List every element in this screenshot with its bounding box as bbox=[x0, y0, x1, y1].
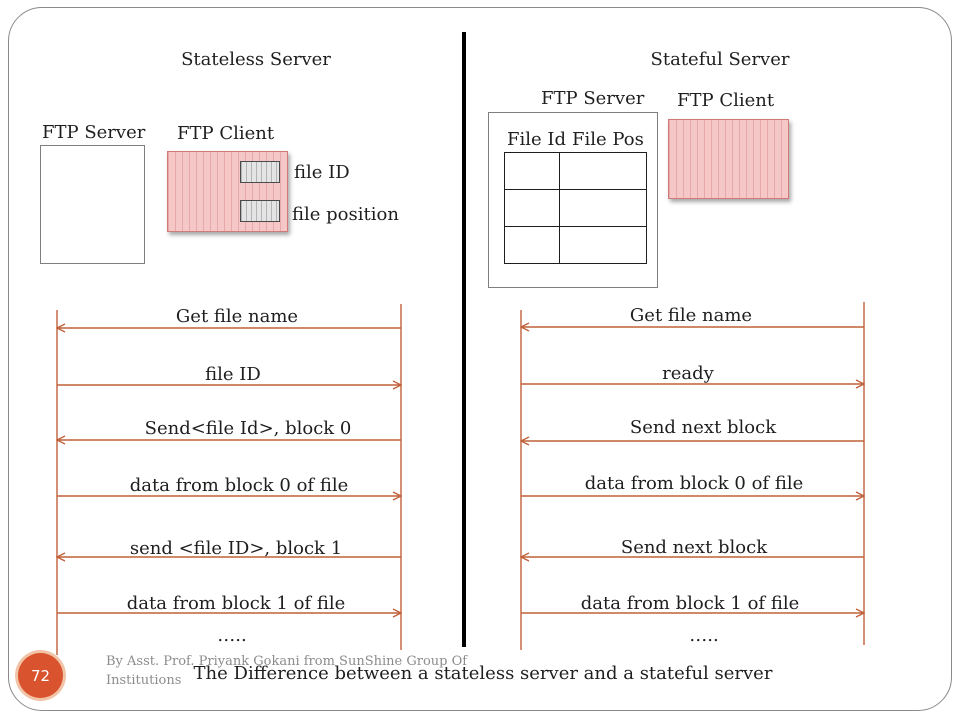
author-credit: By Asst. Prof. Priyank Gokani from SunSh… bbox=[106, 654, 468, 688]
table-cell bbox=[559, 226, 647, 264]
stateful-message: data from block 1 of file bbox=[580, 593, 800, 614]
stateful-message: Send next block bbox=[620, 537, 768, 558]
stateless-message: data from block 0 of file bbox=[129, 475, 349, 496]
stateful-message: Get file name bbox=[629, 305, 753, 326]
table-row bbox=[504, 152, 647, 190]
stateless-server-box bbox=[40, 145, 145, 264]
table-header-file-pos: File Pos bbox=[572, 129, 644, 150]
table-header-file-id: File Id bbox=[507, 129, 567, 150]
stateless-title: Stateless Server bbox=[181, 49, 331, 70]
stateless-ellipsis: ….. bbox=[217, 625, 247, 646]
stateful-client-label: FTP Client bbox=[677, 90, 775, 111]
state-table bbox=[504, 152, 647, 264]
table-cell bbox=[504, 152, 560, 190]
table-cell bbox=[504, 226, 560, 264]
stateful-message: data from block 0 of file bbox=[584, 473, 804, 494]
slide-caption: The Difference between a stateless serve… bbox=[193, 663, 773, 684]
stateful-message: ready bbox=[662, 363, 714, 384]
slide-frame bbox=[8, 7, 952, 711]
table-cell bbox=[504, 189, 560, 227]
stateless-message: send <file ID>, block 1 bbox=[129, 538, 343, 559]
file-position-slot-label: file position bbox=[292, 204, 399, 225]
stateless-message: file ID bbox=[205, 364, 261, 385]
table-row bbox=[504, 226, 647, 264]
file-id-slot-label: file ID bbox=[294, 162, 350, 183]
table-cell bbox=[559, 152, 647, 190]
file-position-slot bbox=[240, 200, 280, 222]
stateless-server-label: FTP Server bbox=[42, 122, 146, 143]
stateful-title: Stateful Server bbox=[650, 49, 790, 70]
stateless-message: Send<file Id>, block 0 bbox=[144, 418, 352, 439]
file-id-slot bbox=[240, 161, 280, 183]
stateless-message: Get file name bbox=[175, 306, 299, 327]
stateful-server-label: FTP Server bbox=[541, 88, 645, 109]
stateless-client-label: FTP Client bbox=[177, 123, 275, 144]
center-divider bbox=[462, 32, 466, 647]
table-row bbox=[504, 189, 647, 227]
stateful-ellipsis: ….. bbox=[689, 625, 719, 646]
table-cell bbox=[559, 189, 647, 227]
stateful-message: Send next block bbox=[629, 417, 777, 438]
page-number-badge: 72 bbox=[18, 653, 63, 698]
stateful-client-box bbox=[668, 119, 789, 199]
stateless-message: data from block 1 of file bbox=[126, 593, 346, 614]
